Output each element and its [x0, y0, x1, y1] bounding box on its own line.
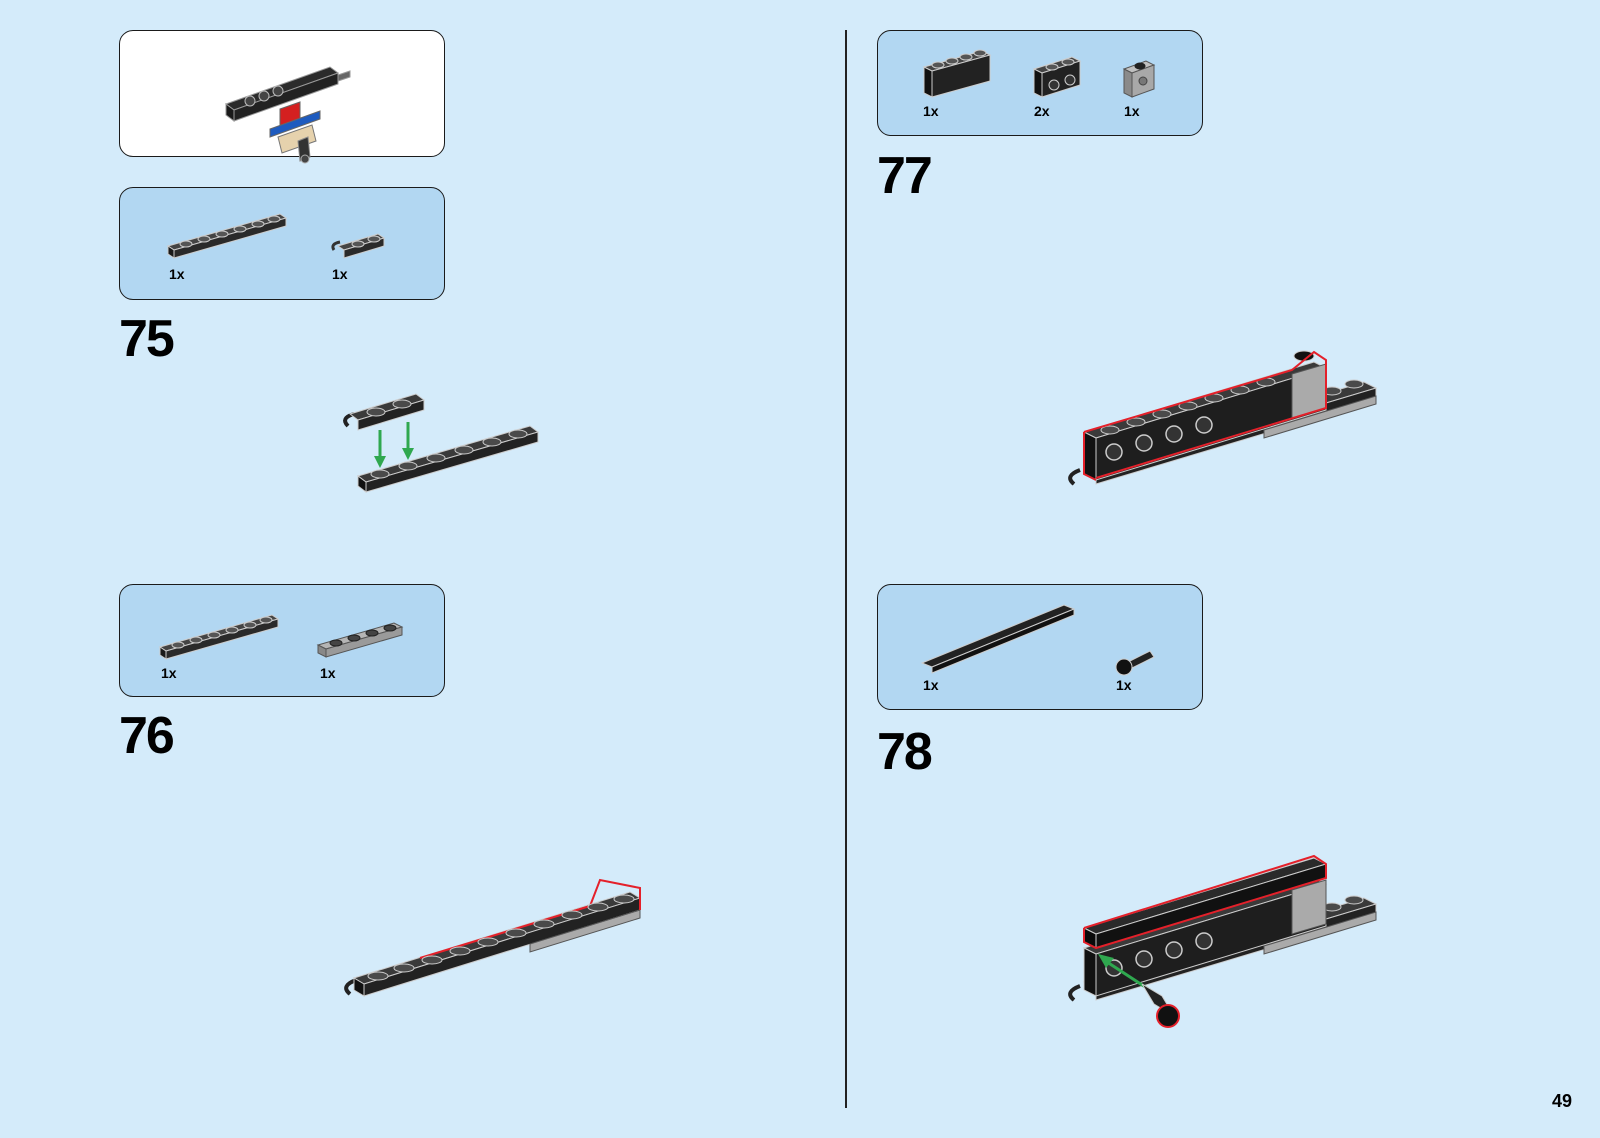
part-qty: 1x: [923, 677, 939, 693]
step-77-assembly-icon: [1064, 348, 1384, 518]
part-qty: 1x: [161, 665, 177, 681]
grey-plate-1x4-icon: [318, 615, 408, 659]
part-qty: 1x: [1116, 677, 1132, 693]
subassembly-preview-box: [119, 30, 445, 157]
step-78-parts-box: 1x 1x: [877, 584, 1203, 710]
black-tile-1x8-icon: [922, 605, 1078, 675]
step-75-assembly-icon: [340, 384, 550, 514]
part-qty: 1x: [1124, 103, 1140, 119]
column-divider: [845, 30, 847, 1108]
step-76-assembly-icon: [340, 872, 660, 1022]
step-number-75: 75: [119, 313, 173, 365]
step-77-parts-box: 1x 2x 1x: [877, 30, 1203, 136]
step-75-parts-box: 1x 1x: [119, 187, 445, 300]
black-technic-brick-1x2-icon: [1032, 53, 1088, 101]
black-plate-1x6-icon: [160, 603, 290, 663]
black-technic-pin-with-ball-icon: [1114, 647, 1158, 677]
black-plate-1x6-icon: [168, 202, 298, 262]
subassembly-preview-icon: [120, 31, 446, 158]
page-number: 49: [1552, 1091, 1572, 1112]
part-qty: 1x: [332, 266, 348, 282]
black-brick-1x4-icon: [922, 45, 996, 101]
grey-brick-1x1-with-hole-icon: [1122, 57, 1162, 101]
step-number-76: 76: [119, 710, 173, 762]
step-number-78: 78: [877, 726, 931, 778]
part-qty: 1x: [923, 103, 939, 119]
step-76-parts-box: 1x 1x: [119, 584, 445, 697]
step-number-77: 77: [877, 150, 931, 202]
step-78-assembly-icon: [1064, 848, 1384, 1058]
part-qty: 1x: [169, 266, 185, 282]
part-qty: 1x: [320, 665, 336, 681]
part-qty: 2x: [1034, 103, 1050, 119]
black-plate-1x2-with-clip-icon: [332, 228, 392, 262]
